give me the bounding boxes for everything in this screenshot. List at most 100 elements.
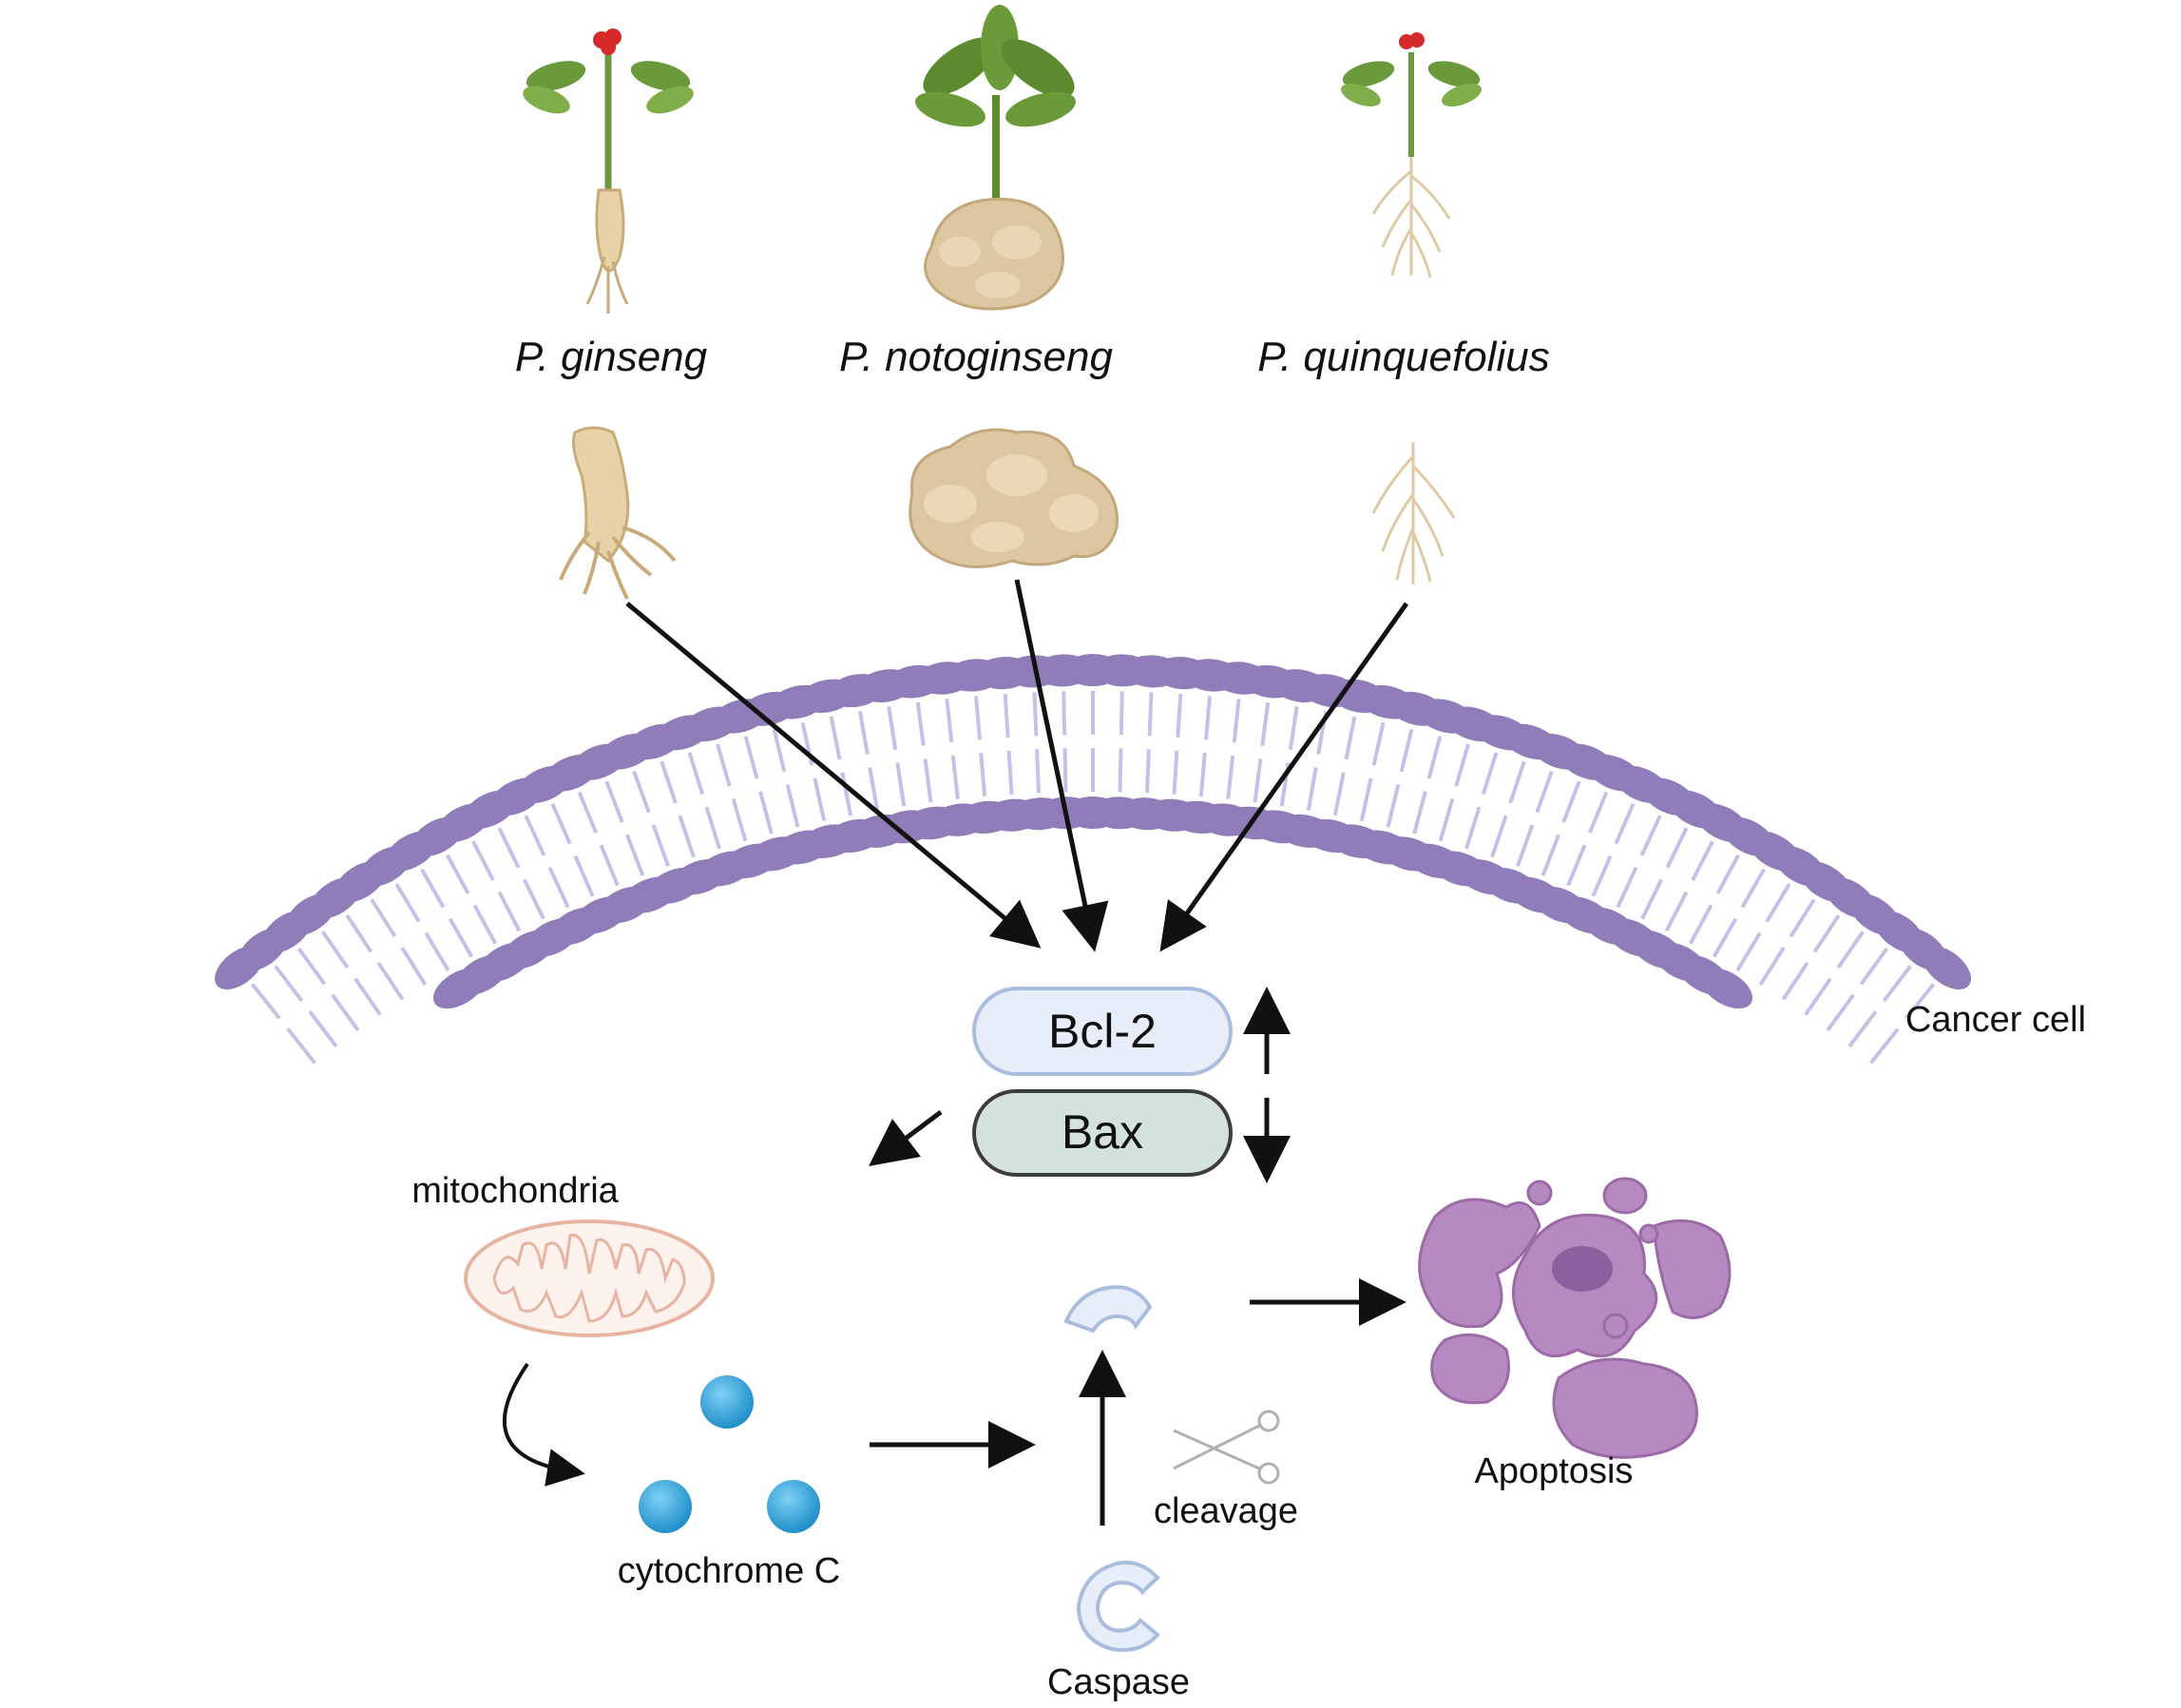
lipid-tail	[1359, 777, 1373, 822]
lipid-tail	[1464, 806, 1482, 850]
lipid-tail	[274, 965, 304, 1003]
bax-label: Bax	[1062, 1105, 1143, 1159]
plant-quinquefolius-icon	[1341, 32, 1482, 278]
lipid-tail	[1535, 770, 1554, 814]
lipid-tail	[1412, 791, 1427, 835]
lipid-tail	[1426, 736, 1443, 779]
lipid-tail	[1253, 758, 1263, 803]
lipid-tail	[950, 755, 960, 799]
lipid-tail	[604, 780, 624, 823]
lipid-tail	[1006, 750, 1014, 795]
lipid-tail	[1904, 983, 1936, 1020]
lipid-tail	[660, 760, 678, 804]
lipid-tail	[1804, 977, 1832, 1016]
lipid-tail	[772, 728, 787, 773]
species-label-quinquefolius: P. quinquefolius	[1257, 334, 1549, 380]
lipid-tail	[1062, 691, 1067, 736]
lipid-tail	[1789, 898, 1816, 938]
lipid-tail	[400, 947, 428, 987]
lipid-tail	[1735, 931, 1762, 972]
lipid-head	[1700, 968, 1753, 1009]
caspase-icon	[1076, 1561, 1160, 1652]
lipid-tail	[785, 783, 800, 828]
lipid-tail	[1712, 917, 1738, 958]
lipid-tail	[1616, 866, 1638, 909]
lipid-tail	[1640, 878, 1664, 920]
cleavage-label: cleavage	[1154, 1491, 1298, 1531]
lipid-tail	[813, 777, 827, 822]
lipid-tail	[1481, 752, 1499, 796]
lipid-tail	[1715, 854, 1741, 895]
lipid-tail	[1812, 913, 1841, 953]
active-caspase-icon	[1063, 1285, 1153, 1334]
lipid-tail	[354, 977, 382, 1016]
lipid-tail	[573, 854, 595, 897]
root-notoginseng-icon	[909, 428, 1119, 568]
root-quinquefolius-icon	[1371, 442, 1456, 585]
lipid-tail	[1566, 844, 1587, 887]
lipid-tail	[887, 705, 898, 751]
lipid-tail	[320, 931, 350, 969]
lipid-tail	[1288, 705, 1299, 751]
lipid-tail	[1508, 760, 1526, 804]
lipid-tail	[1836, 931, 1865, 969]
lipid-tail	[1740, 868, 1766, 909]
lipid-tail	[331, 993, 360, 1032]
lipid-tail	[448, 917, 474, 958]
lipid-tail	[1490, 815, 1508, 858]
cell-membrane	[215, 654, 1971, 1065]
lipid-tail	[1591, 854, 1613, 897]
lipid-tail	[624, 834, 645, 876]
lipid-tail	[547, 866, 570, 909]
lipid-tail	[345, 913, 373, 953]
arrow-ginseng-to-bcl2	[625, 602, 1042, 949]
lipid-tail	[1561, 780, 1581, 823]
lipid-tail	[1003, 693, 1010, 739]
lipid-tail	[524, 815, 546, 856]
lipid-tail	[1765, 883, 1791, 923]
lipid-tail	[1454, 743, 1470, 787]
caspase-label: Caspase	[1047, 1662, 1190, 1702]
lipid-tail	[1119, 691, 1124, 736]
lipid-tail	[286, 1027, 316, 1065]
lipid-tail	[687, 752, 705, 796]
lipid-tail	[945, 699, 954, 743]
lipid-tail	[497, 891, 522, 932]
lipid-tail	[497, 827, 521, 869]
lipid-tail	[1232, 699, 1241, 743]
lipid-tail	[1516, 824, 1535, 867]
lipid-tail	[424, 931, 450, 972]
lipid-tail	[651, 824, 670, 867]
lipid-tail	[1118, 748, 1123, 793]
lipid-tail	[1781, 961, 1809, 1001]
lipid-tail	[577, 791, 598, 834]
mitochondria-label: mitochondria	[411, 1171, 619, 1211]
lipid-tail	[1688, 904, 1713, 945]
lipid-tail	[1344, 716, 1357, 760]
lipid-tail	[1588, 791, 1609, 834]
root-ginseng-icon	[559, 426, 677, 600]
lipid-tail	[915, 701, 926, 746]
lipid-tail	[1826, 993, 1855, 1032]
lipid-tail	[472, 904, 498, 945]
lipid-tail	[840, 772, 853, 816]
lipid-tail	[895, 762, 907, 807]
lipid-tail	[758, 791, 774, 835]
lipid-tail	[1438, 798, 1455, 842]
lipid-tail	[522, 878, 545, 920]
species-label-ginseng: P. ginseng	[515, 334, 708, 380]
lipid-tail	[1371, 721, 1386, 766]
lipid-tail	[1176, 693, 1183, 739]
cell-label: Cancer cell	[1905, 1000, 2086, 1040]
lipid-tail	[704, 806, 722, 850]
lipid-tail	[445, 854, 470, 895]
lipid-tail	[1306, 767, 1318, 812]
lipid-tail	[297, 947, 327, 986]
lipid-tail	[1062, 748, 1068, 793]
lipid-tail	[1204, 696, 1213, 740]
lipid-tail	[1172, 750, 1179, 795]
arrow-bax-to-mitochondria	[869, 1110, 943, 1166]
lipid-tail	[1639, 815, 1662, 856]
lipid-tail	[1859, 947, 1889, 986]
